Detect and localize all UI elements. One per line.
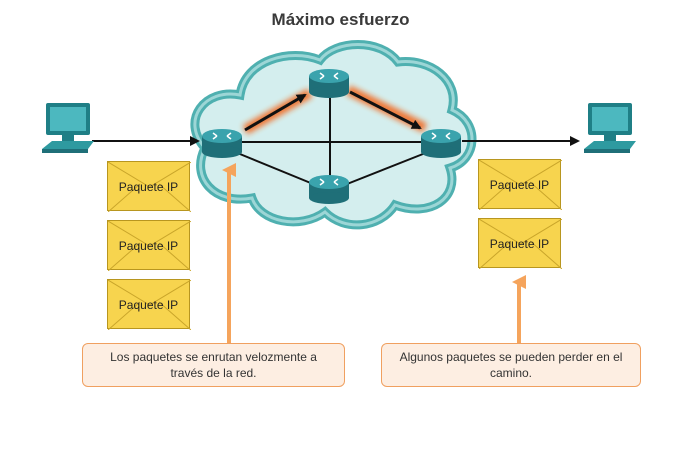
envelope-icon bbox=[479, 219, 562, 269]
network-links bbox=[92, 85, 580, 187]
envelope-icon bbox=[108, 162, 191, 212]
packet-label: Paquete IP bbox=[118, 298, 179, 312]
packet-label: Paquete IP bbox=[489, 237, 550, 251]
ip-packet-envelope: Paquete IP bbox=[107, 161, 191, 212]
callout-right: Algunos paquetes se pueden perder en el … bbox=[381, 343, 641, 387]
router-icon bbox=[202, 129, 242, 158]
packet-label: Paquete IP bbox=[118, 180, 179, 194]
router-icon bbox=[309, 69, 349, 98]
packet-label: Paquete IP bbox=[118, 239, 179, 253]
ip-packet-envelope: Paquete IP bbox=[107, 279, 191, 330]
computer-icon bbox=[584, 103, 636, 153]
envelope-icon bbox=[108, 280, 191, 330]
envelope-icon bbox=[479, 160, 562, 210]
packet-label: Paquete IP bbox=[489, 178, 550, 192]
diagram-title: Máximo esfuerzo bbox=[271, 10, 410, 29]
router-icon bbox=[421, 129, 461, 158]
router-icon bbox=[309, 175, 349, 204]
network-cloud-icon bbox=[190, 40, 477, 230]
callout-right-text: Algunos paquetes se pueden perder en el … bbox=[399, 350, 623, 380]
computer-icon bbox=[42, 103, 94, 153]
ip-packet-envelope: Paquete IP bbox=[478, 159, 562, 210]
callout-left-text: Los paquetes se enrutan velozmente a tra… bbox=[110, 350, 317, 380]
ip-packet-envelope: Paquete IP bbox=[107, 220, 191, 271]
envelope-icon bbox=[108, 221, 191, 271]
callout-left: Los paquetes se enrutan velozmente a tra… bbox=[82, 343, 345, 387]
ip-packet-envelope: Paquete IP bbox=[478, 218, 562, 269]
